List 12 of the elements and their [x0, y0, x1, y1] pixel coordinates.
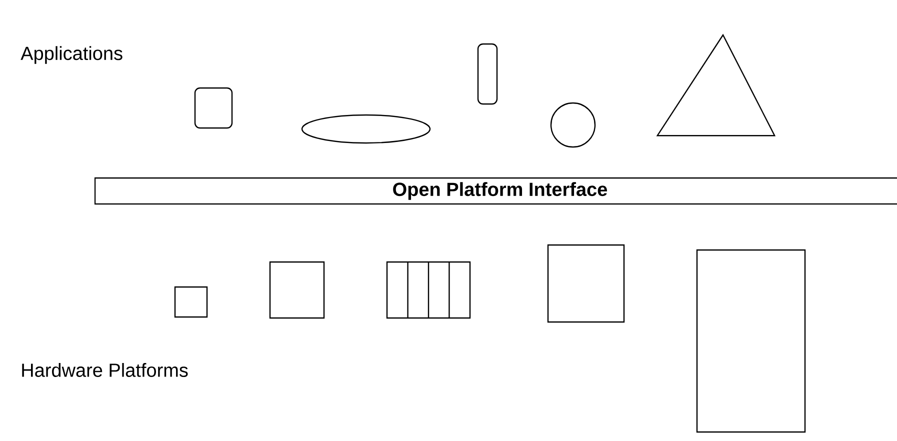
ellipse	[301, 114, 431, 144]
rounded-box	[477, 43, 498, 105]
rounded-box	[194, 87, 233, 129]
interface-band: Open Platform Interface	[94, 177, 897, 205]
circle	[550, 102, 596, 148]
box	[269, 261, 325, 319]
box	[174, 286, 208, 318]
section-label: Applications	[20, 46, 122, 64]
divided-box	[386, 261, 471, 319]
box	[696, 249, 806, 433]
box	[547, 244, 625, 323]
section-label: Hardware Platforms	[22, 363, 188, 377]
